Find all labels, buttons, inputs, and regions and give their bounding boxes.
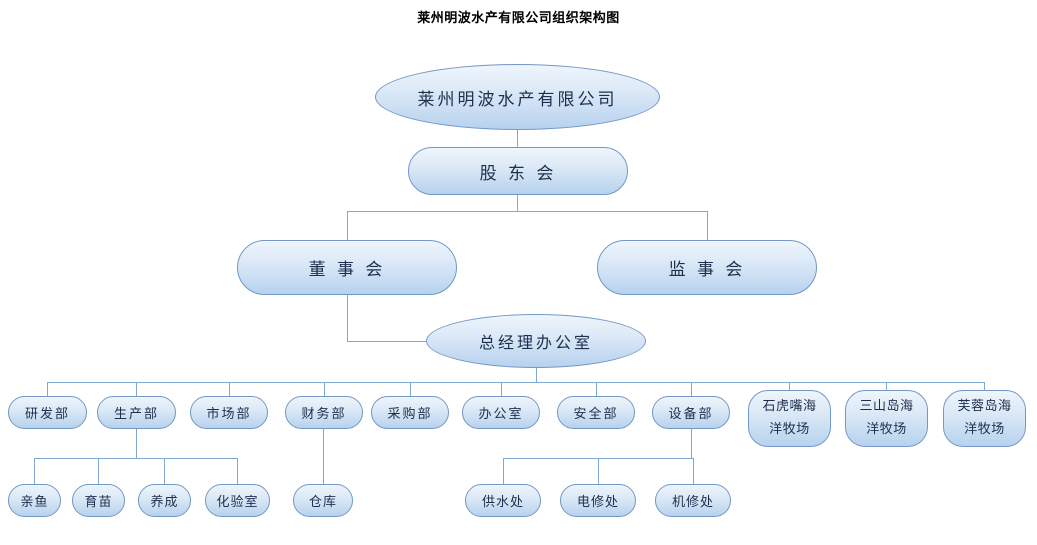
connector-line [984, 382, 985, 391]
node-general-manager-office: 总经理办公室 [426, 314, 646, 368]
node-shareholders-meeting: 股 东 会 [408, 147, 628, 195]
connector-line [707, 211, 708, 240]
node-dept-office: 办公室 [462, 396, 540, 429]
connector-line [347, 211, 348, 240]
node-dept-equipment: 设备部 [652, 396, 730, 429]
node-unit-lab: 化验室 [205, 484, 270, 517]
connector-line [536, 368, 537, 382]
connector-line [598, 458, 599, 484]
node-board-of-directors: 董 事 会 [237, 240, 457, 295]
connector-line [34, 458, 35, 484]
chart-title: 莱州明波水产有限公司组织架构图 [417, 11, 620, 26]
connector-line [347, 341, 427, 342]
node-dept-production: 生产部 [97, 396, 176, 429]
connector-line [691, 382, 692, 396]
node-unit-water-supply: 供水处 [465, 484, 541, 517]
connector-line [789, 382, 790, 391]
node-ranch-shihuzui: 石虎嘴海洋牧场 [748, 390, 831, 447]
node-dept-safety: 安全部 [557, 396, 635, 429]
connector-line [98, 458, 99, 484]
connector-line [323, 429, 324, 484]
connector-line [347, 211, 708, 212]
node-unit-mechanical-repair: 机修处 [655, 484, 731, 517]
connector-line [229, 382, 230, 396]
connector-line [691, 429, 692, 458]
connector-line [886, 382, 887, 391]
connector-line [501, 382, 502, 396]
node-ranch-sanshandao: 三山岛海洋牧场 [845, 390, 928, 447]
node-ranch-furongdao: 芙蓉岛海洋牧场 [943, 390, 1026, 447]
connector-line [596, 382, 597, 396]
node-company: 莱州明波水产有限公司 [375, 64, 660, 130]
node-unit-growout: 养成 [138, 484, 191, 517]
connector-line [47, 382, 48, 396]
node-dept-finance: 财务部 [285, 396, 363, 429]
connector-line [693, 458, 694, 484]
node-dept-procurement: 采购部 [371, 396, 449, 429]
connector-line [164, 458, 165, 484]
node-unit-seedling: 育苗 [72, 484, 125, 517]
connector-line [47, 382, 985, 383]
node-unit-broodstock: 亲鱼 [8, 484, 61, 517]
connector-line [410, 382, 411, 396]
node-dept-marketing: 市场部 [190, 396, 268, 429]
connector-line [237, 458, 238, 484]
connector-line [347, 295, 348, 341]
connector-line [517, 195, 518, 211]
connector-line [324, 382, 325, 396]
node-unit-warehouse: 仓库 [293, 484, 353, 517]
node-dept-rnd: 研发部 [8, 396, 87, 429]
connector-line [136, 429, 137, 458]
node-unit-electrical-repair: 电修处 [560, 484, 636, 517]
connector-line [34, 458, 237, 459]
connector-line [503, 458, 504, 484]
node-supervisory-board: 监 事 会 [597, 240, 817, 295]
connector-line [517, 130, 518, 147]
connector-line [136, 382, 137, 396]
